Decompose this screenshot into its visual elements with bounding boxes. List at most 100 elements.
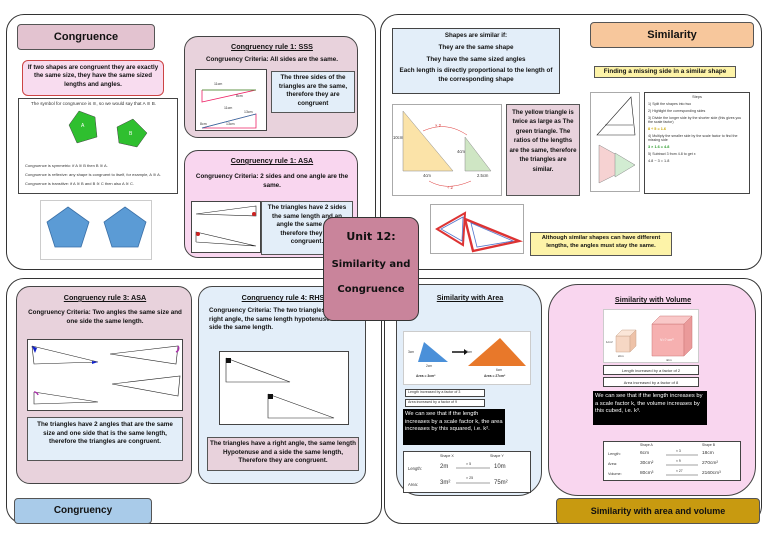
area-head-x: Shape X bbox=[440, 454, 454, 458]
volume-diagram: 1cm³ 2cm V=? cm³ 4cm bbox=[603, 309, 699, 363]
area-head-y: Shape Y bbox=[490, 454, 504, 458]
volume-row-3-op: × 27 bbox=[676, 469, 683, 473]
angles-note: Although similar shapes can have differe… bbox=[530, 232, 672, 256]
yg-label-3: 4cm bbox=[423, 173, 431, 178]
asa3-criteria: Congruency Criteria: Two angles the same… bbox=[28, 309, 182, 325]
area-table-arrows bbox=[456, 467, 490, 484]
sss-criteria: Congruency Criteria: All sides are the s… bbox=[205, 56, 339, 63]
blue-pentagon-left bbox=[46, 206, 90, 248]
unit-title-box: Unit 12: Similarity and Congruence bbox=[323, 217, 419, 321]
yg-label-2: 10cm bbox=[393, 135, 404, 140]
area-arrow-head bbox=[464, 349, 468, 355]
area-length-factor: Length increased by a factor of 3 bbox=[405, 389, 485, 397]
small-blue-triangle bbox=[418, 342, 448, 362]
volume-length-factor: Length increased by a factor of 2 bbox=[603, 365, 699, 375]
congruence-heading: Congruence bbox=[17, 24, 155, 50]
sss-label-5: 8cm bbox=[200, 122, 207, 126]
similarity-area-volume-footer: Similarity with area and volume bbox=[556, 498, 760, 524]
volume-table: Shape A Shape B Length: 6cm × 3 18cm Are… bbox=[603, 441, 741, 481]
area-label-9cm: 9cm bbox=[466, 350, 473, 354]
large-orange-triangle bbox=[468, 338, 526, 366]
asa3-triangles-figure bbox=[31, 345, 181, 405]
rhs-criteria: Congruency Criteria: The two triangles s… bbox=[209, 307, 356, 331]
scale-arrow-top bbox=[422, 126, 468, 136]
missing-side-diagram bbox=[590, 92, 640, 192]
similarity-area-card: Similarity with Area 3cm 2cm 9cm 6cm Are… bbox=[396, 284, 542, 496]
property-reflexive: Congruence is reflexive: any shape is co… bbox=[25, 172, 161, 177]
blue-pentagons-card bbox=[40, 200, 152, 260]
unit-title-line-1: Unit 12: bbox=[346, 230, 396, 243]
sss-side-blue bbox=[201, 113, 257, 129]
area-small-value: Area = 3cm² bbox=[416, 374, 436, 378]
large-cube-side bbox=[683, 315, 693, 357]
small-similar-triangle bbox=[435, 211, 467, 247]
small-cube-front bbox=[615, 335, 631, 353]
area-triangles-figure bbox=[418, 338, 526, 366]
step-5: 5) Subtract 3 from 4.8 to get x bbox=[648, 152, 696, 156]
yellow-triangle-note: The yellow triangle is twice as large as… bbox=[506, 104, 580, 196]
cube-label-2cm: 2cm bbox=[618, 354, 624, 358]
asa3-triangle-top-left bbox=[31, 345, 99, 365]
asa3-angle-blue-1 bbox=[32, 346, 37, 353]
volume-title: Similarity with Volume bbox=[614, 295, 692, 304]
unit-title-line-3: Congruence bbox=[337, 284, 405, 295]
volume-row-1-y: 18cm bbox=[702, 451, 714, 456]
volume-row-2-x: 30cm² bbox=[640, 461, 654, 466]
volume-head-a: Shape A bbox=[640, 443, 653, 447]
cube-label-large-vol: V=? cm³ bbox=[660, 338, 674, 342]
area-row-1-op: × 5 bbox=[466, 462, 472, 466]
scale-arrow-bottom bbox=[428, 180, 472, 187]
area-label-2cm: 2cm bbox=[426, 364, 433, 368]
steps-title: Steps bbox=[692, 95, 702, 99]
blue-pentagon-right bbox=[103, 206, 147, 248]
area-row-1-x: 2m bbox=[440, 464, 449, 470]
unit-title-line-2: Similarity and bbox=[331, 259, 411, 270]
area-area-factor: Area increased by a factor of 9 bbox=[405, 399, 485, 407]
small-cube-side bbox=[629, 329, 637, 353]
sss-label-1: 11cm bbox=[214, 82, 223, 86]
asa1-criteria: Congruency Criteria: 2 sides and one ang… bbox=[195, 173, 349, 189]
volume-row-3-label: Volume: bbox=[608, 472, 622, 476]
similar-angles-diagram bbox=[430, 204, 524, 254]
asa3-card: Congruency rule 3: ASA Congruency Criter… bbox=[16, 286, 192, 484]
small-triangle-inner bbox=[440, 216, 464, 242]
missing-side-figure bbox=[596, 96, 636, 184]
yg-label-4: 4cm bbox=[457, 149, 465, 154]
step-3-calc: 8 ÷ 5 = 1.6 bbox=[648, 127, 667, 131]
sss-note: The three sides of the triangles are the… bbox=[271, 71, 355, 113]
area-title: Similarity with Area bbox=[436, 293, 504, 302]
area-row-1-label: Length: bbox=[408, 466, 422, 471]
step-3: 3) Divide the longer side by the shorter… bbox=[648, 116, 742, 124]
congruence-symbol-card: The symbol for congruence is ≅, so we wo… bbox=[18, 98, 178, 194]
blue-pentagons-figure bbox=[46, 206, 147, 248]
step-5-calc: 4.8 − 3 = 1.8 bbox=[648, 159, 670, 163]
rhs-triangle-bottom bbox=[267, 393, 335, 419]
asa3-triangle-bottom-right bbox=[111, 375, 181, 397]
asa3-triangle-bottom-left bbox=[33, 391, 99, 405]
sss-label-6: 13cm bbox=[226, 122, 235, 126]
volume-row-3-y: 2160cm³ bbox=[702, 471, 721, 476]
yg-label-1: × 2 bbox=[435, 123, 441, 128]
sss-card: Congruency rule 1: SSS Congruency Criter… bbox=[184, 36, 358, 138]
area-label-6cm: 6cm bbox=[496, 368, 503, 372]
shape-label-a: A bbox=[81, 123, 85, 129]
volume-row-3-x: 80cm³ bbox=[640, 471, 654, 476]
asa3-title: Congruency rule 3: ASA bbox=[63, 293, 147, 302]
property-transitive: Congruence is transitive: if A ≅ B and B… bbox=[25, 181, 134, 186]
volume-head-b: Shape B bbox=[702, 443, 716, 447]
rhs-diagram bbox=[219, 351, 349, 425]
yg-label-5: 2.5cm bbox=[477, 173, 489, 178]
congruent-pentagons-figure bbox=[68, 110, 148, 148]
volume-row-2-label: Area: bbox=[608, 462, 618, 466]
rhs-note: The triangles have a right angle, the sa… bbox=[207, 437, 359, 471]
volume-row-2-y: 270cm² bbox=[702, 461, 718, 466]
sss-triangles-figure bbox=[201, 89, 257, 129]
area-row-2-x: 3m² bbox=[440, 480, 451, 486]
sss-label-4: 13cm bbox=[244, 110, 253, 114]
sss-label-2: 8cm bbox=[236, 94, 243, 98]
area-large-value: Area = 27cm² bbox=[484, 374, 506, 378]
area-label-3cm: 3cm bbox=[408, 350, 415, 354]
asa3-triangle-top-right bbox=[109, 345, 179, 365]
rhs-triangles-figure bbox=[225, 357, 335, 419]
volume-row-1-x: 6cm bbox=[640, 451, 650, 456]
